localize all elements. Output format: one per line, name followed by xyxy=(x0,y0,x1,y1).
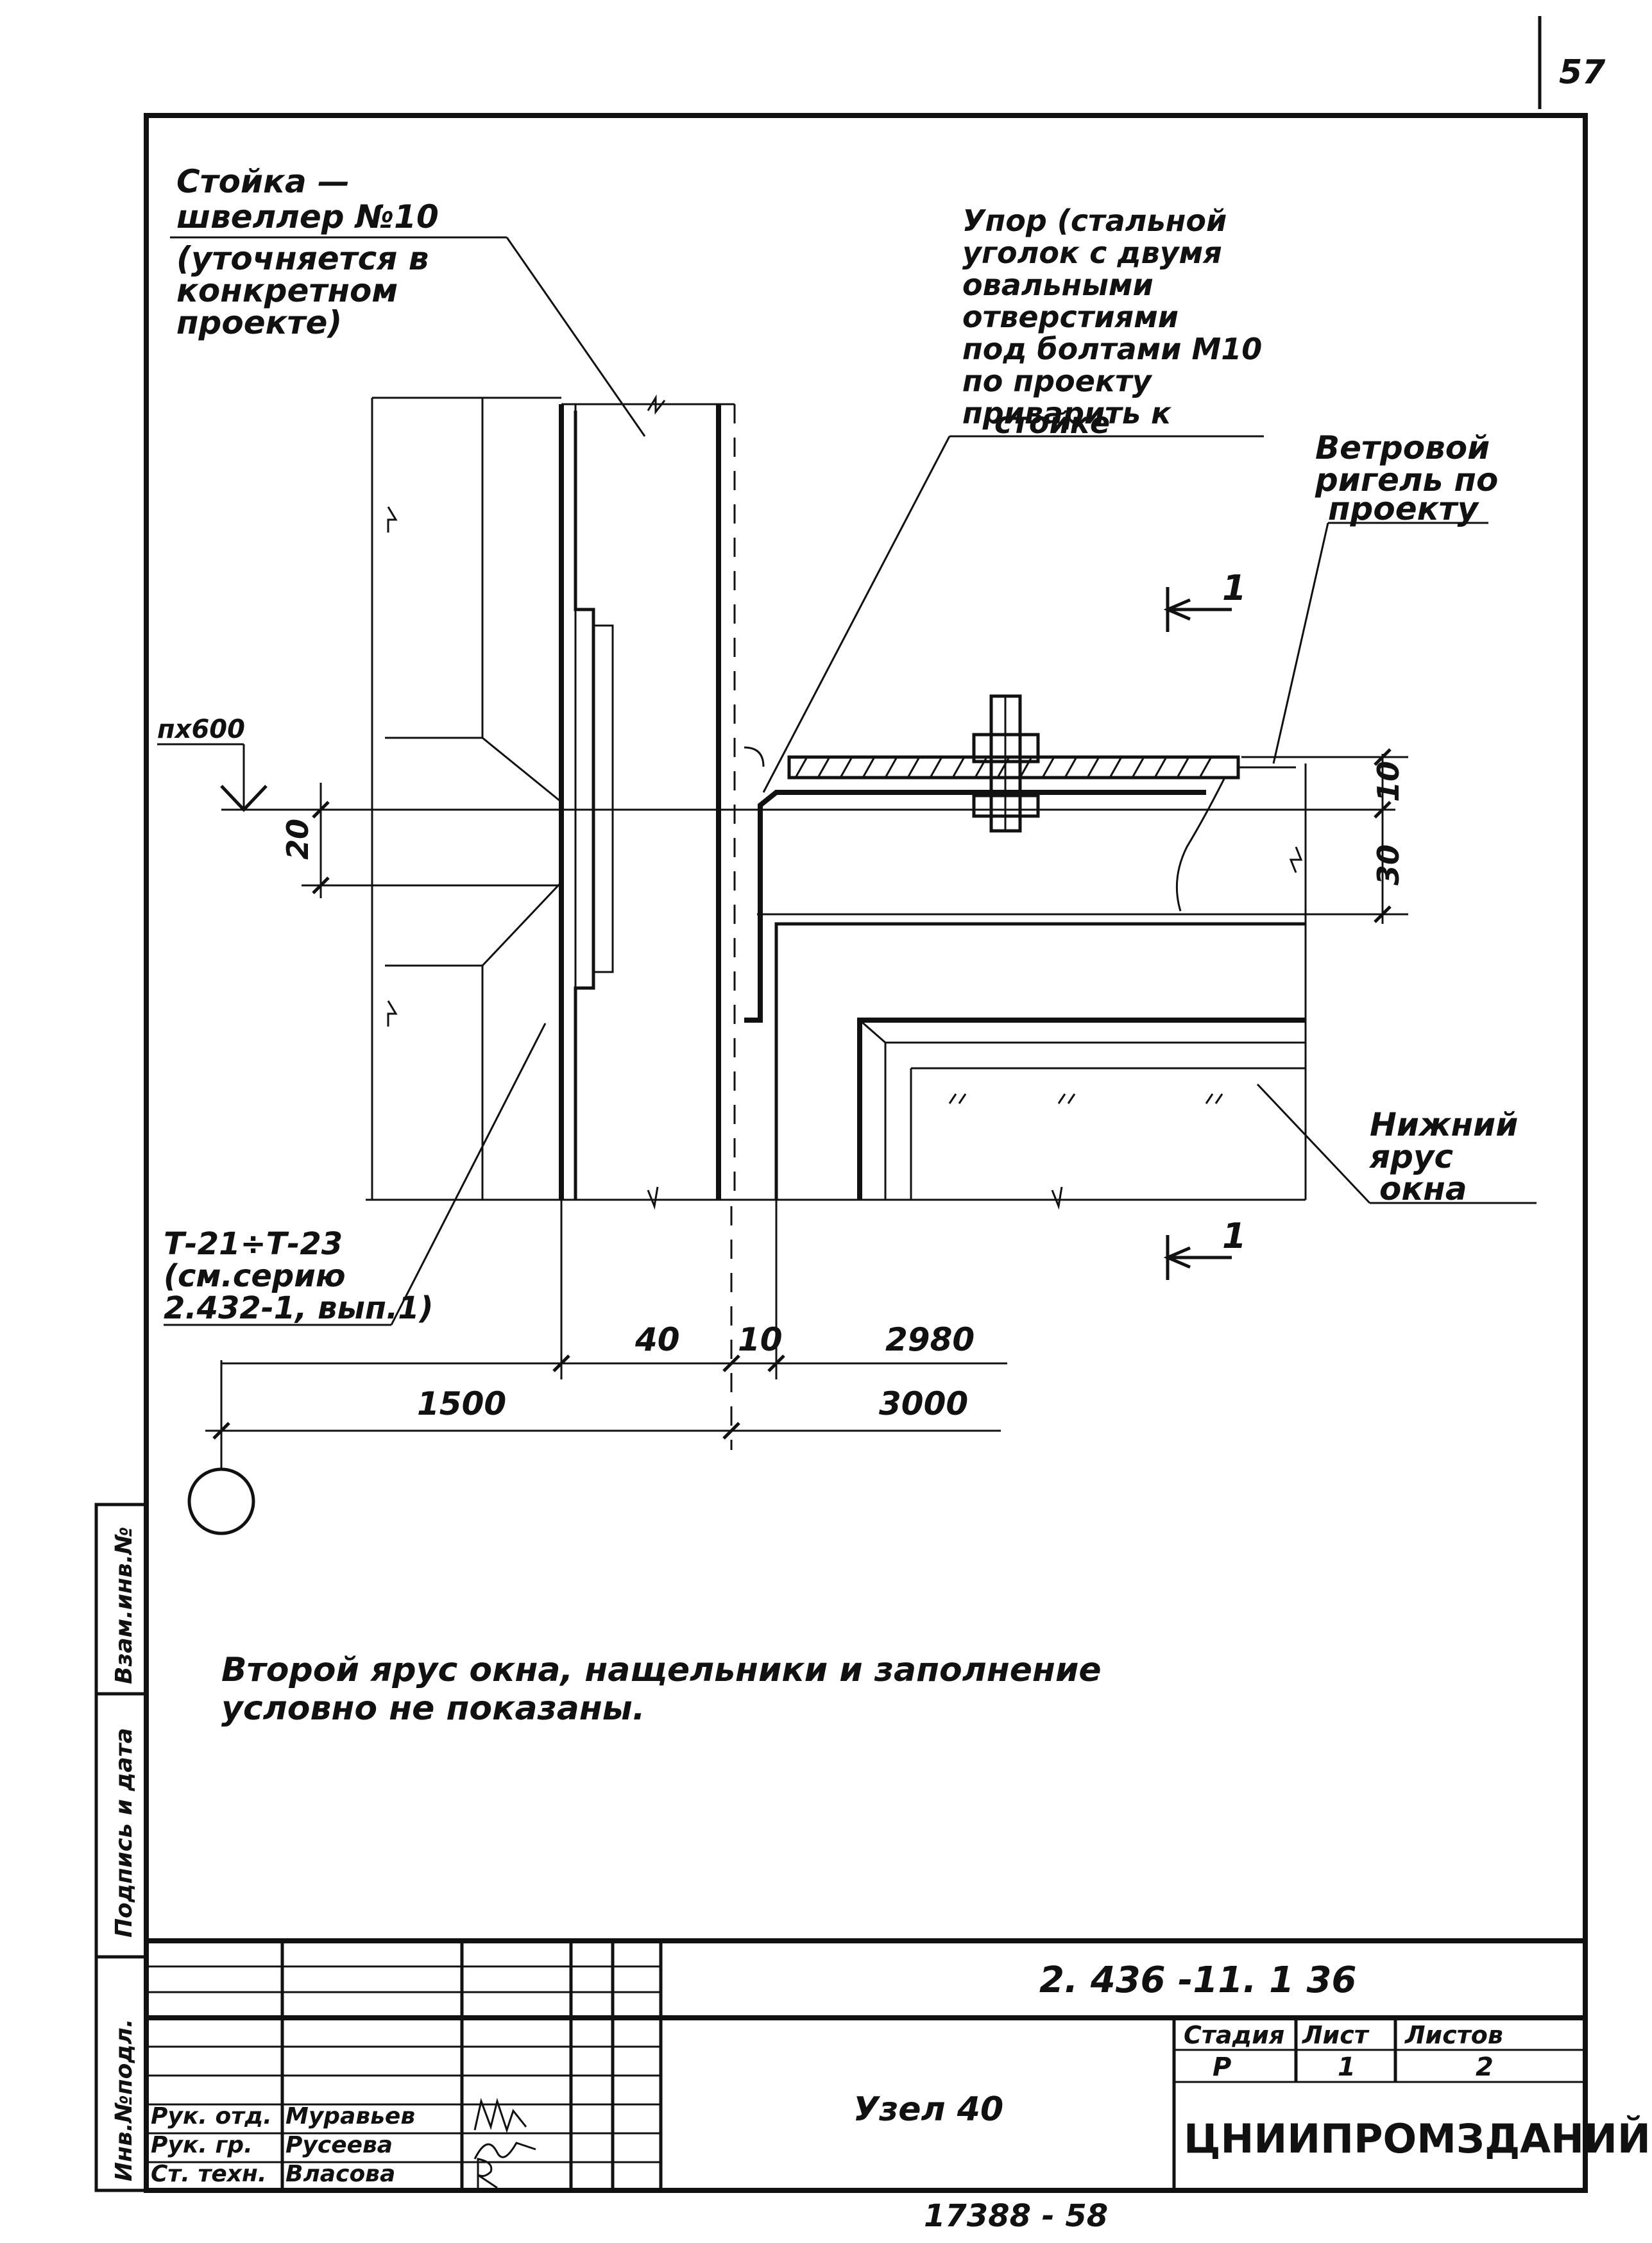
role-1: Рук. отд. xyxy=(151,2103,272,2129)
note-general: Второй ярус окна, нащельники и заполнени… xyxy=(221,1651,1102,1728)
dim-3000: 3000 xyxy=(879,1385,968,1422)
girder-hatch xyxy=(794,756,1213,778)
sheets-header: Листов xyxy=(1404,2021,1503,2049)
girder-break xyxy=(1175,776,1227,912)
dim-upper-ticks xyxy=(552,1354,785,1372)
axis-bubble xyxy=(187,1467,255,1535)
stamp-replaces-inv: Взам.инв.№ xyxy=(111,1526,137,1684)
svg-text:1: 1 xyxy=(1222,568,1247,608)
role-2: Рук. гр. xyxy=(151,2132,253,2158)
dim-40: 40 xyxy=(634,1321,680,1358)
dim-30: 30 xyxy=(1371,844,1406,885)
panel-chamfer-top xyxy=(385,737,562,803)
level-mark: пх600 xyxy=(157,715,245,744)
dim-2980: 2980 xyxy=(885,1321,975,1358)
leader-lines xyxy=(164,236,1537,1326)
dim-20-ticks xyxy=(312,801,330,894)
footer-number: 17388 - 58 xyxy=(924,2198,1108,2234)
side-stamp: Инв.№подл. Подпись и дата Взам.инв.№ xyxy=(94,1503,148,2192)
stop-angle xyxy=(744,790,1206,1023)
sheets-value: 2 xyxy=(1476,2052,1494,2082)
drawing-frame xyxy=(144,113,1588,2193)
stamp-signature-date: Подпись и дата xyxy=(111,1728,137,1938)
role-3: Ст. техн. xyxy=(151,2161,267,2187)
seal-strip xyxy=(592,624,614,973)
window-frame-outer xyxy=(857,1018,1306,1200)
panel-chamfer-bottom xyxy=(385,881,563,967)
dim-10: 10 xyxy=(738,1321,783,1358)
drawing-code: 2. 436 -11. 1 36 xyxy=(1039,1959,1356,2001)
window-frame-corner xyxy=(859,1019,886,1044)
break-mark-right xyxy=(1289,846,1303,873)
stage-value: Р xyxy=(1213,2052,1231,2082)
break-marks-left xyxy=(387,506,398,1027)
signature-3 xyxy=(477,2158,498,2189)
column-web-step xyxy=(574,411,595,1200)
stage-header: Стадия xyxy=(1184,2021,1284,2049)
section-mark-bottom: 1 xyxy=(1163,1216,1247,1280)
organization: ЦНИИПРОМЗДАНИЙ xyxy=(1184,2115,1651,2162)
sheet-value: 1 xyxy=(1338,2052,1356,2082)
drawing-title: Узел 40 xyxy=(853,2090,1003,2129)
svg-text:1: 1 xyxy=(1222,1216,1247,1256)
weld-symbol xyxy=(744,746,765,767)
sheet-header: Лист xyxy=(1302,2021,1370,2049)
stamp-inv-original: Инв.№подл. xyxy=(111,2019,137,2182)
page-number: 57 xyxy=(1559,53,1606,92)
name-1: Муравьев xyxy=(285,2103,415,2129)
signature-1 xyxy=(473,2097,527,2133)
dim-1500: 1500 xyxy=(417,1385,506,1422)
break-marks-bottom xyxy=(647,1186,1063,1210)
girder-lower-edge xyxy=(774,922,1306,1200)
detail-drawing: пх600 20 10 30 1 1 40 xyxy=(157,394,1408,1535)
name-3: Власова xyxy=(285,2161,395,2187)
name-2: Русеева xyxy=(285,2132,393,2158)
break-mark-top xyxy=(647,394,666,415)
signature-2 xyxy=(473,2142,536,2160)
bolt xyxy=(972,694,1040,833)
dim-20: 20 xyxy=(280,819,315,860)
level-arrow xyxy=(220,785,268,812)
dim-vert-ticks xyxy=(1374,748,1392,923)
window-frame-inner xyxy=(884,1041,1306,1200)
dim-10-vert: 10 xyxy=(1371,761,1406,802)
title-block: 2. 436 -11. 1 36 Узел 40 Стадия Лист Лис… xyxy=(146,1938,1651,2190)
glass-marks xyxy=(948,1093,1223,1104)
section-mark-top: 1 xyxy=(1163,568,1247,632)
